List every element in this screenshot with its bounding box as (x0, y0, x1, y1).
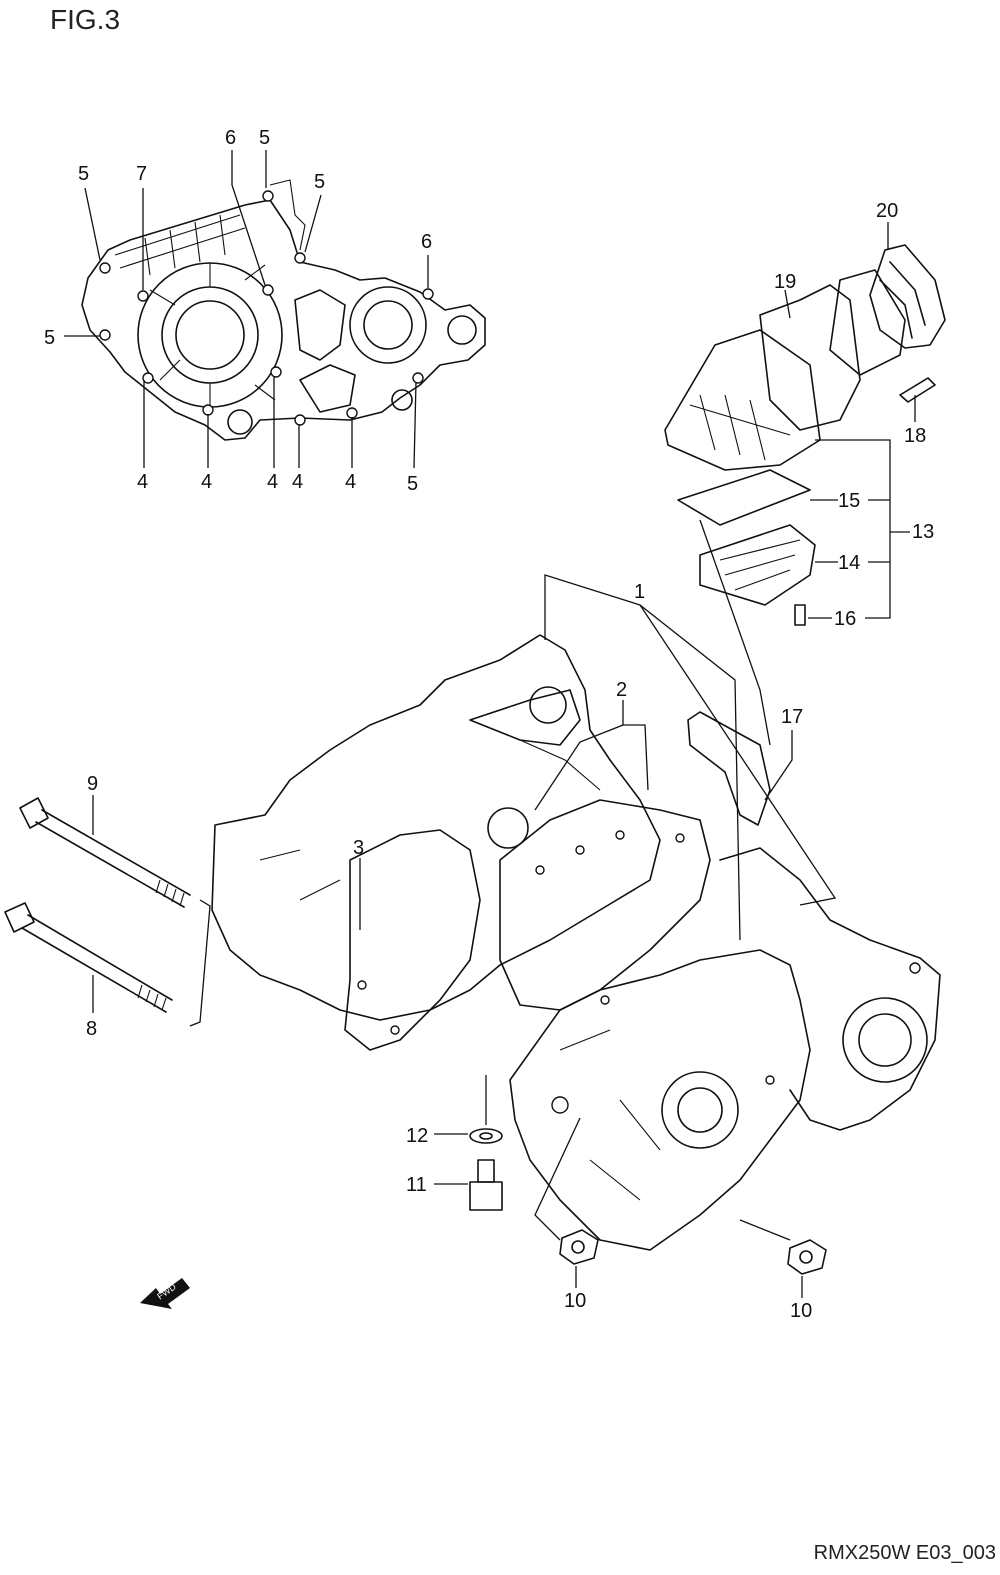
callout-16: 16 (834, 608, 856, 630)
figure-code: RMX250W E03_003 (813, 1542, 996, 1564)
callout-5: 5 (259, 127, 270, 149)
callout-9: 9 (87, 773, 98, 795)
callout-3: 3 (353, 837, 364, 859)
figure-title: FIG.3 (50, 4, 121, 35)
callout-15: 15 (838, 490, 860, 512)
callout-18: 18 (904, 425, 926, 447)
crankcase-halves (211, 634, 941, 1251)
callout-11: 11 (406, 1174, 427, 1196)
callout-7: 7 (136, 163, 147, 185)
callout-5: 5 (314, 171, 325, 193)
callout-12: 12 (406, 1125, 428, 1147)
callout-6: 6 (421, 231, 432, 253)
small-fasteners (469, 1128, 827, 1275)
callout-2: 2 (616, 679, 627, 701)
through-bolts (4, 797, 211, 1027)
bolt-holes (99, 190, 434, 426)
callout-20: 20 (876, 200, 898, 222)
callout-labels: 5 7 6 5 5 6 5 4 4 4 4 4 5 20 19 18 15 13… (44, 127, 934, 1322)
callout-4: 4 (267, 471, 278, 493)
leader-lines (64, 150, 916, 1298)
callout-1: 1 (634, 581, 645, 603)
callout-8: 8 (86, 1018, 97, 1040)
intake-reed-valve-assembly (664, 244, 946, 826)
callout-5: 5 (407, 473, 418, 495)
callout-17: 17 (781, 706, 803, 728)
callout-5: 5 (44, 327, 55, 349)
callout-4: 4 (137, 471, 148, 493)
callout-13: 13 (912, 521, 934, 543)
callout-14: 14 (838, 552, 860, 574)
callout-5: 5 (78, 163, 89, 185)
callout-4: 4 (345, 471, 356, 493)
fwd-arrow-icon: FWD (140, 1278, 190, 1309)
callout-4: 4 (292, 471, 303, 493)
callout-10: 10 (564, 1290, 586, 1312)
callout-19: 19 (774, 271, 796, 293)
crankcase-bolt-holes (357, 830, 921, 1114)
callout-6: 6 (225, 127, 236, 149)
callout-4: 4 (201, 471, 212, 493)
crankcase-inner-view (81, 179, 486, 441)
callout-10: 10 (790, 1300, 812, 1322)
